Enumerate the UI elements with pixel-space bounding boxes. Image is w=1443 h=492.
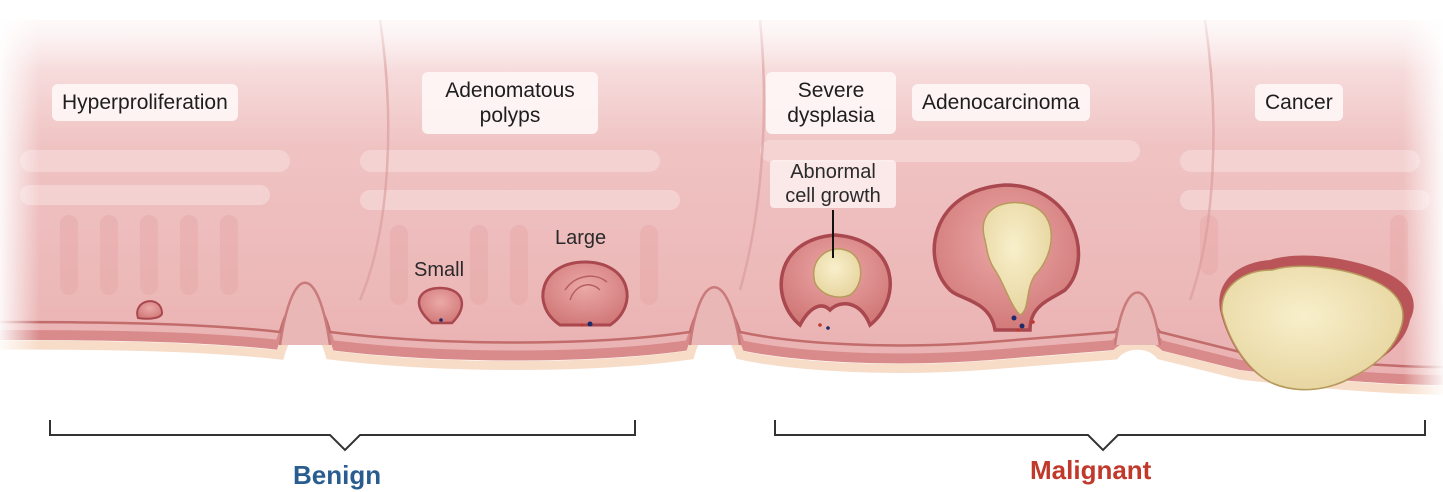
label-abnormal-text: Abnormal cell growth xyxy=(785,161,881,207)
label-large: Large xyxy=(555,226,606,250)
small-polyp xyxy=(419,288,462,323)
label-small: Small xyxy=(414,258,464,282)
label-adenomatous-text: Adenomatous polyps xyxy=(445,79,575,127)
label-malignant: Malignant xyxy=(1030,455,1151,486)
label-severe-dysplasia: Severe dysplasia xyxy=(766,72,896,134)
label-severe-dysplasia-text: Severe dysplasia xyxy=(787,79,875,127)
large-polyp xyxy=(543,262,627,327)
colon-tissue xyxy=(0,0,1443,400)
malignant-bracket xyxy=(775,420,1425,450)
label-cancer: Cancer xyxy=(1255,84,1343,121)
label-adenocarcinoma: Adenocarcinoma xyxy=(912,84,1090,121)
benign-bracket xyxy=(50,420,635,450)
label-benign: Benign xyxy=(293,460,381,491)
label-hyperproliferation: Hyperproliferation xyxy=(52,84,238,121)
label-adenomatous-polyps: Adenomatous polyps xyxy=(422,72,598,134)
label-abnormal-cell-growth: Abnormal cell growth xyxy=(770,160,896,208)
hyperproliferation-polyp xyxy=(137,301,162,319)
